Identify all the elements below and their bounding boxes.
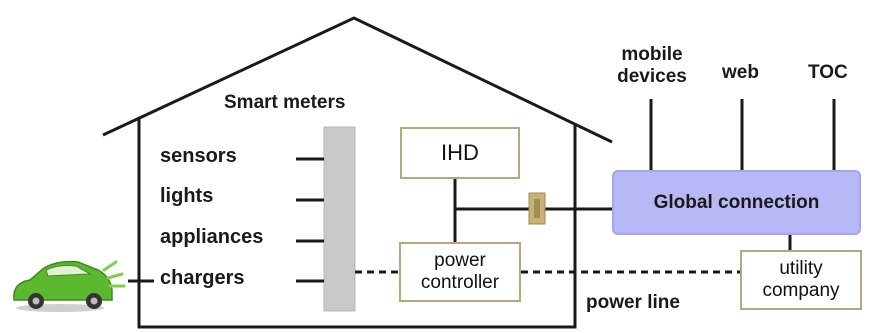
utility-company-line1: utility bbox=[779, 258, 823, 279]
toc-label: TOC bbox=[808, 62, 848, 83]
smart-meters-label: Smart meters bbox=[224, 92, 346, 113]
ihd-label: IHD bbox=[441, 140, 479, 165]
house-walls bbox=[137, 118, 577, 329]
appliances-label: appliances bbox=[160, 226, 264, 248]
mobile-devices-line2: devices bbox=[617, 66, 687, 87]
global-connection-box: Global connection bbox=[612, 170, 861, 235]
sensors-label: sensors bbox=[160, 145, 237, 167]
power-controller-label-line1: power bbox=[434, 250, 486, 271]
ihd-box: IHD bbox=[400, 127, 520, 179]
chargers-label: chargers bbox=[160, 267, 245, 289]
web-label: web bbox=[722, 62, 759, 83]
wall-connector-inner bbox=[534, 199, 540, 218]
smart-meter-bar bbox=[323, 126, 356, 312]
utility-company-box: utility company bbox=[740, 250, 862, 310]
power-controller-label-line2: controller bbox=[420, 272, 500, 293]
utility-company-line2: company bbox=[762, 280, 840, 301]
global-connection-label: Global connection bbox=[653, 191, 820, 213]
mobile-devices-label: mobile devices bbox=[612, 44, 692, 88]
electric-car-icon bbox=[13, 260, 126, 312]
lights-label: lights bbox=[160, 185, 214, 207]
power-controller-box: power controller bbox=[399, 242, 521, 302]
mobile-devices-line1: mobile bbox=[621, 44, 683, 65]
house-roof bbox=[102, 16, 613, 144]
power-line-label: power line bbox=[586, 292, 680, 313]
